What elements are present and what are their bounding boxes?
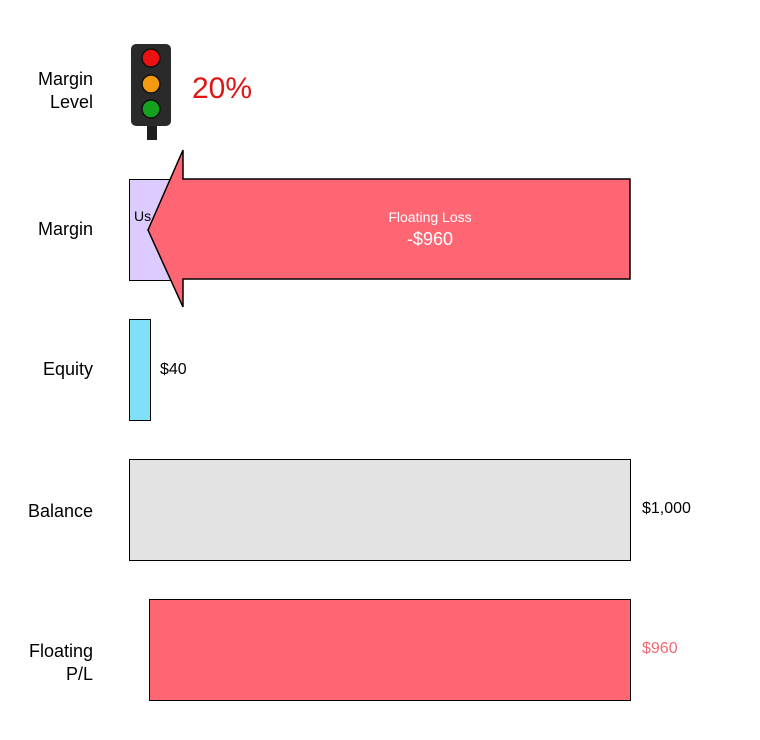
floating-loss-value: -$960 (406, 229, 454, 249)
green-light (141, 99, 161, 119)
used-margin-text: Us (134, 208, 152, 224)
floating-loss-arrow (147, 149, 631, 308)
margin-label: Margin (37, 219, 93, 239)
red-light (141, 48, 161, 68)
balance-bar (129, 459, 631, 561)
margin-level-label-line2: Level (49, 92, 93, 112)
equity-label: Equity (42, 359, 93, 379)
floating-pl-label: Floating P/L (29, 640, 93, 686)
floating-pl-bar (149, 599, 631, 701)
floating-pl-label-line1: Floating (28, 641, 93, 661)
floating-pl-value: $960 (642, 640, 678, 657)
margin-level-value: 20% (192, 72, 253, 105)
margin-level-label-line1: Margin (37, 69, 93, 89)
amber-light (141, 74, 161, 94)
margin-level-label: Margin Level (38, 68, 93, 114)
floating-loss-title: Floating Loss (388, 209, 472, 225)
floating-pl-label-line2: P/L (65, 664, 93, 684)
balance-label: Balance (27, 501, 93, 521)
balance-value: $1,000 (642, 500, 691, 517)
equity-value: $40 (160, 361, 187, 378)
equity-bar (129, 319, 151, 421)
traffic-light-icon (131, 44, 171, 140)
